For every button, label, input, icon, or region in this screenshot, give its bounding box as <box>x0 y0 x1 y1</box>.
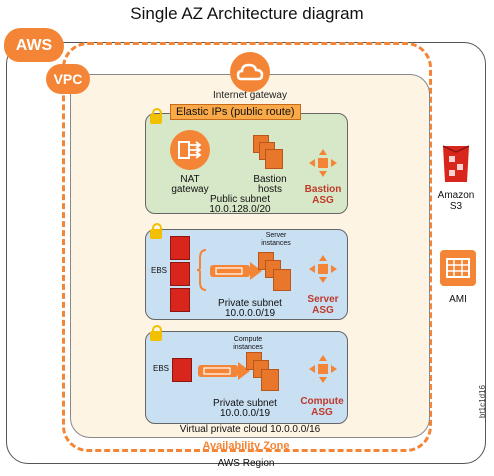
nat-label-2: gateway <box>171 184 209 195</box>
bastion-hosts-icon <box>250 133 290 173</box>
compute-instances-label-1: Compute <box>233 336 263 343</box>
public-subnet-name: Public subnet <box>209 194 271 205</box>
compute-instances-label-2: instances <box>233 344 263 351</box>
availability-zone-label: Availability Zone <box>202 440 290 452</box>
aws-cloud-badge: AWS <box>4 28 64 62</box>
compute-asg-label-1: Compute <box>300 396 344 407</box>
compute-subnet-lock-icon <box>150 325 162 341</box>
figure-id: bt1c1d16 <box>478 385 487 418</box>
bastion-asg-label-2: ASG <box>312 195 334 206</box>
vpc-cidr-label: Virtual private cloud 10.0.0.0/16 <box>179 424 321 435</box>
compute-subnet-name: Private subnet <box>213 398 277 409</box>
aws-region-label: AWS Region <box>217 458 275 469</box>
ebs-volume-icon <box>170 236 190 260</box>
vpc-badge: VPC <box>46 64 90 94</box>
diagram-title: Single AZ Architecture diagram <box>130 4 364 23</box>
server-instances-icon <box>256 250 296 294</box>
server-asg-icon <box>308 254 338 284</box>
public-subnet-cidr: 10.0.128.0/20 <box>209 204 271 215</box>
server-instances-label-1: Server <box>265 232 287 239</box>
compute-asg-label-2: ASG <box>311 407 333 418</box>
internet-gateway-label: Internet gateway <box>213 90 287 101</box>
compute-subnet-cidr: 10.0.0.0/19 <box>219 408 271 419</box>
server-instance-arrow-icon <box>208 260 264 282</box>
ebs-volume-icon <box>170 288 190 312</box>
compute-ebs-label: EBS <box>152 364 169 373</box>
public-subnet-lock-icon <box>150 108 162 124</box>
ebs-bracket <box>196 248 208 292</box>
ebs-volume-icon <box>170 262 190 286</box>
ebs-volume-icon <box>172 358 192 382</box>
server-instances-label-2: instances <box>261 240 291 247</box>
compute-asg-icon <box>308 354 338 384</box>
availability-zone-box <box>62 42 432 452</box>
server-subnet-cidr: 10.0.0.0/19 <box>224 308 276 319</box>
server-subnet-lock-icon <box>150 223 162 239</box>
server-subnet-name: Private subnet <box>218 298 282 309</box>
bastion-asg-label-1: Bastion <box>304 184 342 195</box>
s3-label-2: S3 <box>449 201 463 212</box>
bastion-hosts-label-1: Bastion <box>253 174 287 185</box>
compute-instance-arrow-icon <box>196 360 252 382</box>
bastion-asg-icon <box>308 148 338 178</box>
compute-instances-icon <box>244 350 284 394</box>
server-asg-label-2: ASG <box>312 305 334 316</box>
elastic-ips-label: Elastic IPs (public route) <box>170 104 301 120</box>
server-asg-label-1: Server <box>307 294 339 305</box>
amazon-s3-icon <box>440 142 472 186</box>
ami-icon <box>440 250 476 286</box>
s3-label-1: Amazon <box>437 190 475 201</box>
nat-gateway-icon <box>170 130 210 170</box>
internet-gateway-icon <box>230 52 270 92</box>
server-ebs-label: EBS <box>150 266 167 275</box>
nat-label-1: NAT <box>180 174 200 185</box>
compute-private-subnet-box <box>145 331 348 424</box>
ami-label: AMI <box>449 294 467 305</box>
bastion-hosts-label-2: hosts <box>258 184 282 195</box>
